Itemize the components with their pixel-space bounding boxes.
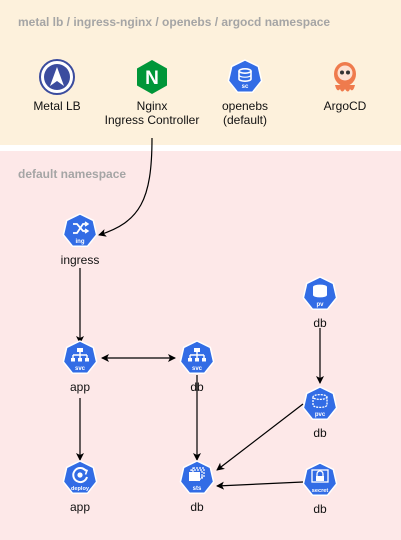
- pvc-badge: pvc: [315, 412, 326, 418]
- label-svc-app: app: [69, 380, 91, 394]
- deployment-icon: deploy: [62, 460, 98, 496]
- node-deploy: deploy app: [20, 460, 140, 514]
- label-svc-db: db: [190, 380, 204, 394]
- label-pv: db: [313, 316, 327, 330]
- ingress-icon: ing: [62, 213, 98, 249]
- node-pv: pv db: [260, 276, 380, 330]
- persistent-volume-icon: pv: [302, 276, 338, 312]
- ingress-badge: ing: [76, 239, 85, 245]
- label-sts: db: [190, 500, 204, 514]
- label-deploy: app: [69, 500, 91, 514]
- node-svc-db: svc db: [137, 340, 257, 394]
- nginx-logo-icon: N: [134, 59, 170, 95]
- zone-title-infra: metal lb / ingress-nginx / openebs / arg…: [18, 15, 331, 29]
- label-openebs: openebs (default): [221, 99, 269, 127]
- label-secret: db: [313, 502, 327, 516]
- node-secret: secret db: [260, 462, 380, 516]
- service-icon: svc: [179, 340, 215, 376]
- node-ingress: ing ingress: [20, 213, 140, 267]
- node-pvc: pvc db: [260, 386, 380, 440]
- node-metallb: Metal LB: [0, 59, 117, 113]
- node-svc-app: svc app: [20, 340, 140, 394]
- node-argocd: ArgoCD: [285, 59, 401, 113]
- nginx-logo-letter: N: [145, 68, 159, 89]
- persistent-volume-claim-icon: pvc: [302, 386, 338, 422]
- pv-badge: pv: [316, 302, 324, 308]
- label-metallb: Metal LB: [33, 99, 81, 113]
- node-nginx: N Nginx Ingress Controller: [92, 59, 212, 127]
- storage-class-icon: sc: [227, 59, 263, 95]
- deploy-badge: deploy: [71, 486, 90, 492]
- sts-badge: sts: [193, 486, 202, 492]
- zone-title-default: default namespace: [18, 167, 127, 181]
- argocd-logo-icon: [327, 59, 363, 95]
- statefulset-icon: sts: [179, 460, 215, 496]
- sc-badge: sc: [242, 84, 249, 90]
- secret-badge: secret: [312, 488, 329, 494]
- label-nginx: Nginx Ingress Controller: [104, 99, 200, 127]
- node-sts: sts db: [137, 460, 257, 514]
- label-argocd: ArgoCD: [323, 99, 367, 113]
- svc-app-badge: svc: [75, 366, 86, 372]
- metallb-logo-icon: [39, 59, 75, 95]
- label-ingress: ingress: [60, 253, 100, 267]
- node-openebs: sc openebs (default): [185, 59, 305, 127]
- service-icon: svc: [62, 340, 98, 376]
- label-pvc: db: [313, 426, 327, 440]
- svc-db-badge: svc: [192, 366, 203, 372]
- secret-icon: secret: [302, 462, 338, 498]
